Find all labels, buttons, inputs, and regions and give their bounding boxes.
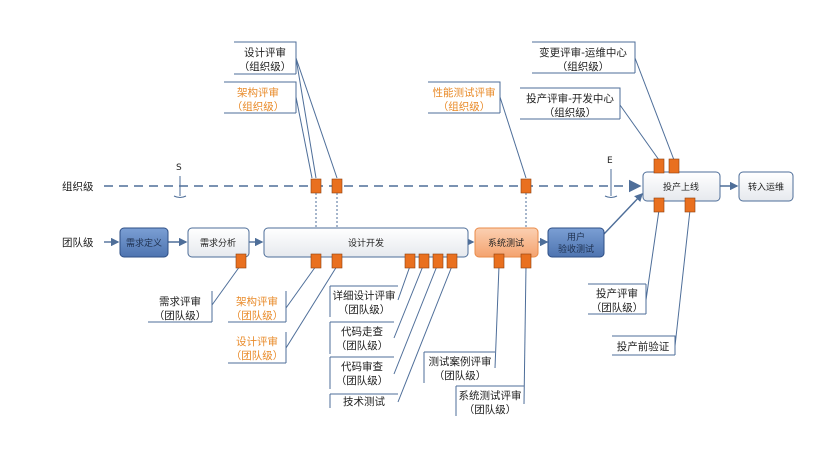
gate-arch-review-team: [310, 253, 322, 269]
callout-arch-review-team-level: （团队级）: [231, 309, 284, 322]
stage-go-live-label: 投产上线: [663, 181, 699, 193]
stage-user-acceptance-label-1: 用户: [567, 231, 585, 243]
stage-user-acceptance-label-2: 验收测试: [558, 243, 594, 255]
callout-perf-test-review-title: 性能测试评审: [433, 86, 496, 99]
stage-system-test-label: 系统测试: [488, 237, 524, 249]
gate-pre-golive-verification: [684, 197, 696, 213]
callout-golive-review-team-title: 投产评审: [596, 287, 638, 300]
gate-design-review-org: [331, 178, 343, 194]
callout-design-review-team-level: （团队级）: [231, 349, 284, 362]
stage-req-analysis: 需求分析: [187, 227, 250, 258]
stage-go-live: 投产上线: [642, 171, 721, 202]
callout-arch-review-org-level: （组织级）: [232, 100, 285, 113]
stage-to-ops: 转入运维: [738, 171, 794, 202]
stage-design-dev-label: 设计开发: [348, 237, 384, 249]
callout-perf-test-review-level: （组织级）: [438, 100, 491, 113]
gate-perf-test-review-org: [520, 178, 532, 194]
gate-system-test-review: [520, 253, 532, 269]
callout-design-review-org-title: 设计评审: [244, 46, 286, 59]
callout-code-review-title: 代码审查: [341, 360, 383, 373]
gate-test-case-review: [493, 253, 505, 269]
callout-detail-design-review-level: （团队级）: [338, 303, 391, 316]
callout-golive-review-dev-level: （组织级）: [544, 106, 597, 119]
callout-design-review-org-level: （组织级）: [239, 60, 292, 73]
callout-change-review-ops-title: 变更评审-运维中心: [539, 46, 627, 59]
callout-code-walkthrough-title: 代码走查: [341, 325, 383, 338]
callout-test-case-review-title: 测试案例评审: [429, 355, 492, 368]
e-marker: E: [607, 156, 613, 166]
gate-code-review: [432, 253, 444, 269]
gate-change-review-ops: [668, 158, 680, 174]
callout-golive-review-dev-title: 投产评审-开发中心: [526, 92, 614, 105]
callout-design-review-team-title: 设计评审: [236, 335, 278, 348]
team-level-label: 团队级: [62, 236, 94, 249]
gate-golive-review-team: [653, 197, 665, 213]
callout-golive-review-team-level: （团队级）: [591, 301, 644, 314]
org-level-label: 组织级: [62, 180, 94, 193]
callout-change-review-ops-level: （组织级）: [557, 60, 610, 73]
callout-tech-test-title: 技术测试: [343, 395, 385, 408]
callout-pre-golive-verification-title: 投产前验证: [617, 340, 670, 353]
stage-system-test: 系统测试: [474, 227, 539, 258]
stage-design-dev: 设计开发: [263, 227, 469, 258]
stage-user-acceptance: 用户 验收测试: [547, 227, 605, 258]
callout-system-test-review-level: （团队级）: [464, 403, 517, 416]
callout-code-walkthrough-level: （团队级）: [336, 339, 389, 352]
stage-req-def: 需求定义: [119, 227, 169, 258]
gate-design-review-team: [331, 253, 343, 269]
gate-code-walkthrough: [418, 253, 430, 269]
callout-detail-design-review-title: 详细设计评审: [333, 289, 396, 302]
callout-arch-review-org-title: 架构评审: [237, 86, 279, 99]
s-marker: S: [176, 163, 182, 173]
callout-code-review-level: （团队级）: [336, 374, 389, 387]
callout-test-case-review-level: （团队级）: [434, 369, 487, 382]
gate-arch-review-org: [310, 178, 322, 194]
gate-detail-design-review: [404, 253, 416, 269]
stage-req-analysis-label: 需求分析: [200, 237, 236, 249]
gate-golive-review-dev: [653, 158, 665, 174]
callout-req-review-team-level: （团队级）: [154, 309, 207, 322]
gate-req-review-team: [235, 253, 247, 269]
callout-system-test-review-title: 系统测试评审: [459, 389, 522, 402]
stage-req-def-label: 需求定义: [126, 237, 162, 249]
gate-markers: [235, 158, 696, 269]
stage-to-ops-label: 转入运维: [748, 181, 784, 193]
callout-arch-review-team-title: 架构评审: [236, 295, 278, 308]
callout-req-review-team-title: 需求评审: [159, 295, 201, 308]
gate-tech-test: [446, 253, 458, 269]
